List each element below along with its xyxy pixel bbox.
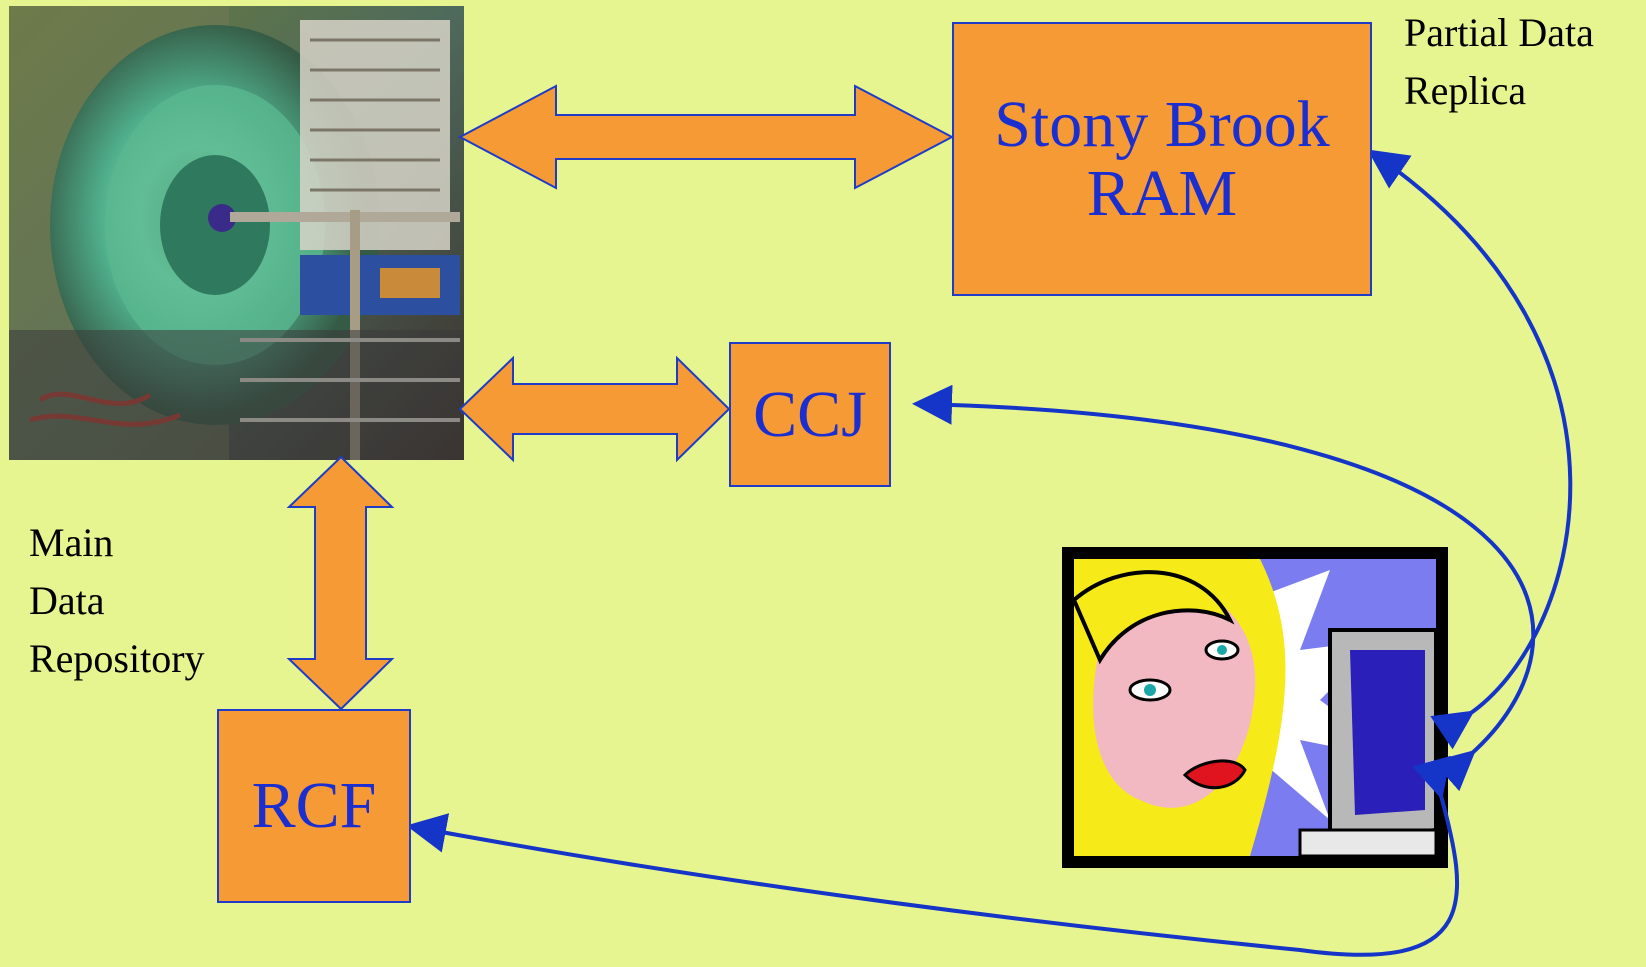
- ram-label: RAM: [1086, 157, 1238, 230]
- double-arrow-detector-ccj: [458, 355, 731, 463]
- ccj-box: CCJ: [729, 342, 891, 487]
- partial-data-replica-label: Partial Data Replica: [1404, 10, 1594, 113]
- rcf-box: RCF: [217, 709, 411, 903]
- rcf-label: RCF: [251, 769, 377, 843]
- double-arrow-detector-stonybrook: [457, 84, 955, 190]
- double-arrow-detector-rcf: [286, 455, 395, 711]
- main-data-repository-label: Main Data Repository: [29, 520, 205, 681]
- detector-photo: [9, 6, 464, 460]
- connector-user-stonybrook: [1367, 149, 1573, 750]
- ccj-label: CCJ: [753, 377, 867, 451]
- connector-user-ccj: [912, 384, 1536, 792]
- stony-brook-label: Stony Brook: [994, 87, 1330, 161]
- connector-user-rcf: [406, 755, 1460, 957]
- user-clipart: [1062, 547, 1448, 868]
- stony-brook-ram-box: Stony Brook RAM: [952, 22, 1372, 296]
